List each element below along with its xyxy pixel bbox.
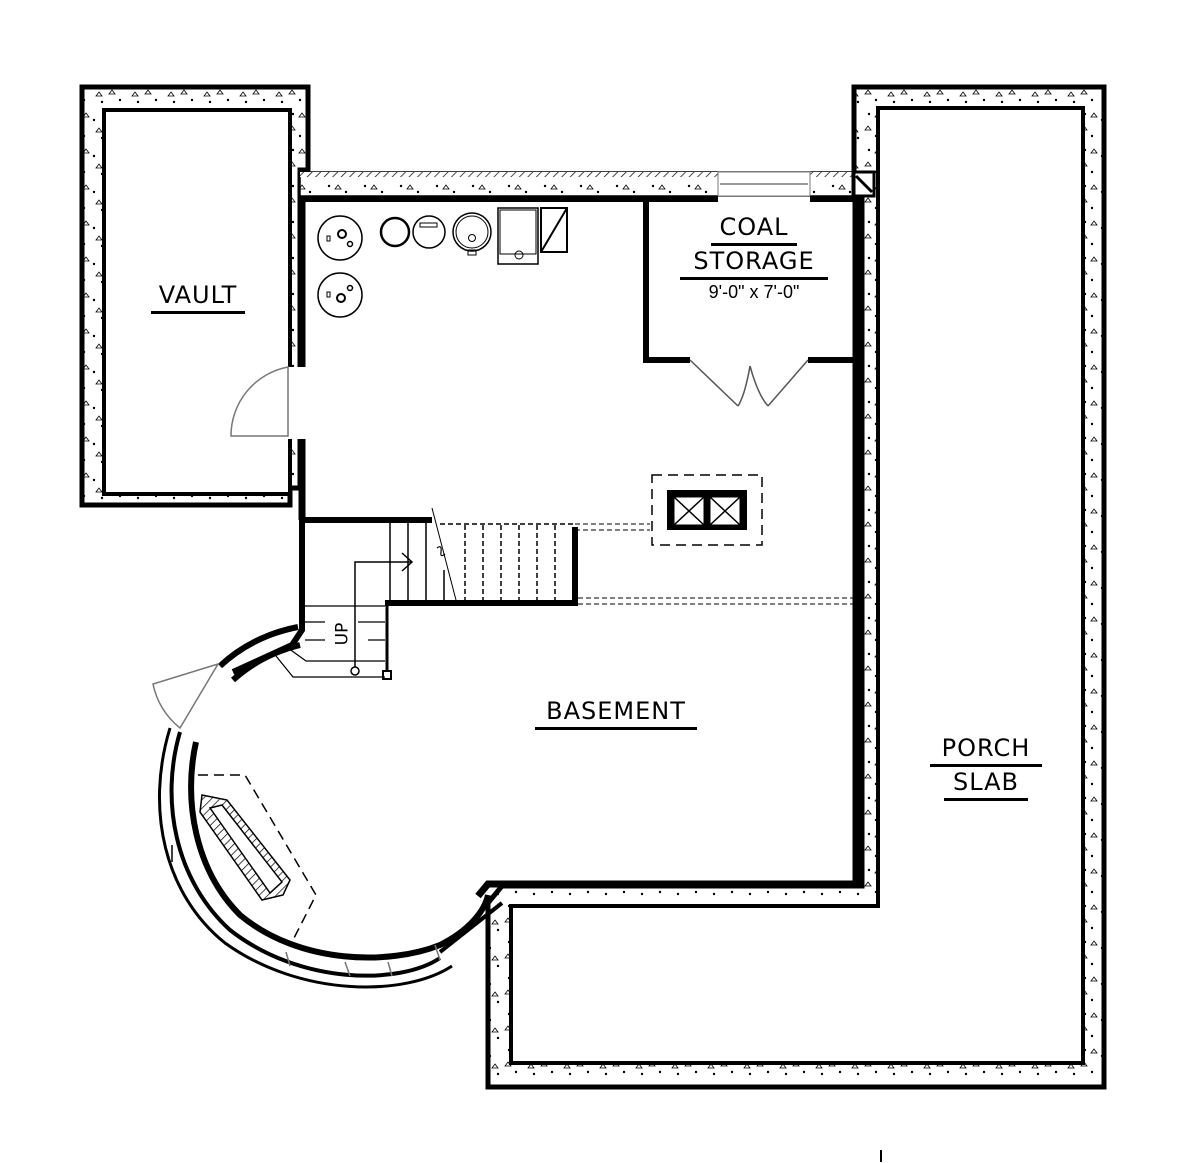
coal-storage-name-line1: COAL — [719, 213, 789, 241]
coal-storage-underline-1 — [711, 243, 797, 246]
vault-walls — [79, 84, 311, 508]
electrical-panel-icon — [540, 207, 568, 253]
vault-name: VAULT — [158, 281, 238, 309]
turret-wall — [152, 624, 504, 989]
mechanical-fixtures — [317, 207, 568, 318]
water-heater-icon — [317, 215, 363, 261]
coal-storage-double-door — [689, 359, 809, 407]
coal-storage-name-line2: STORAGE — [693, 247, 815, 275]
turret-window — [387, 944, 441, 977]
porch-slab-underline-2 — [944, 798, 1028, 801]
coal-storage-walls — [643, 199, 856, 407]
brine-tank-icon — [379, 216, 411, 248]
fireplace — [171, 774, 317, 941]
water-heater-icon — [317, 272, 363, 318]
vault-label: VAULT — [148, 282, 248, 316]
vault-door-swing — [230, 366, 289, 437]
coal-storage-underline-2 — [680, 277, 828, 280]
turret-door-swing — [152, 662, 220, 730]
basement-underline — [535, 727, 697, 730]
porch-slab-walls — [485, 84, 1107, 1090]
stair-up-label: UP — [332, 622, 353, 646]
basement-name: BASEMENT — [546, 697, 686, 725]
coal-storage-dimensions: 9'-0" x 7'-0" — [708, 282, 800, 302]
porch-slab-name-line1: PORCH — [941, 734, 1031, 762]
stair-direction-arrow — [354, 552, 414, 671]
porch-slab-name-line2: SLAB — [952, 768, 1020, 796]
turret-window — [285, 951, 351, 977]
vault-underline — [151, 311, 245, 314]
furnace-icon — [497, 207, 539, 265]
basement-label: BASEMENT — [530, 698, 702, 732]
north-foundation-wall — [299, 171, 861, 197]
porch-slab-label: PORCH SLAB — [924, 735, 1048, 803]
softener-tank-icon — [412, 215, 446, 249]
pressure-tank-icon — [452, 212, 492, 256]
coal-storage-label: COAL STORAGE 9'-0" x 7'-0" — [674, 214, 834, 303]
window-well — [651, 474, 763, 546]
staircase — [275, 507, 856, 680]
porch-slab-underline-1 — [930, 764, 1042, 767]
